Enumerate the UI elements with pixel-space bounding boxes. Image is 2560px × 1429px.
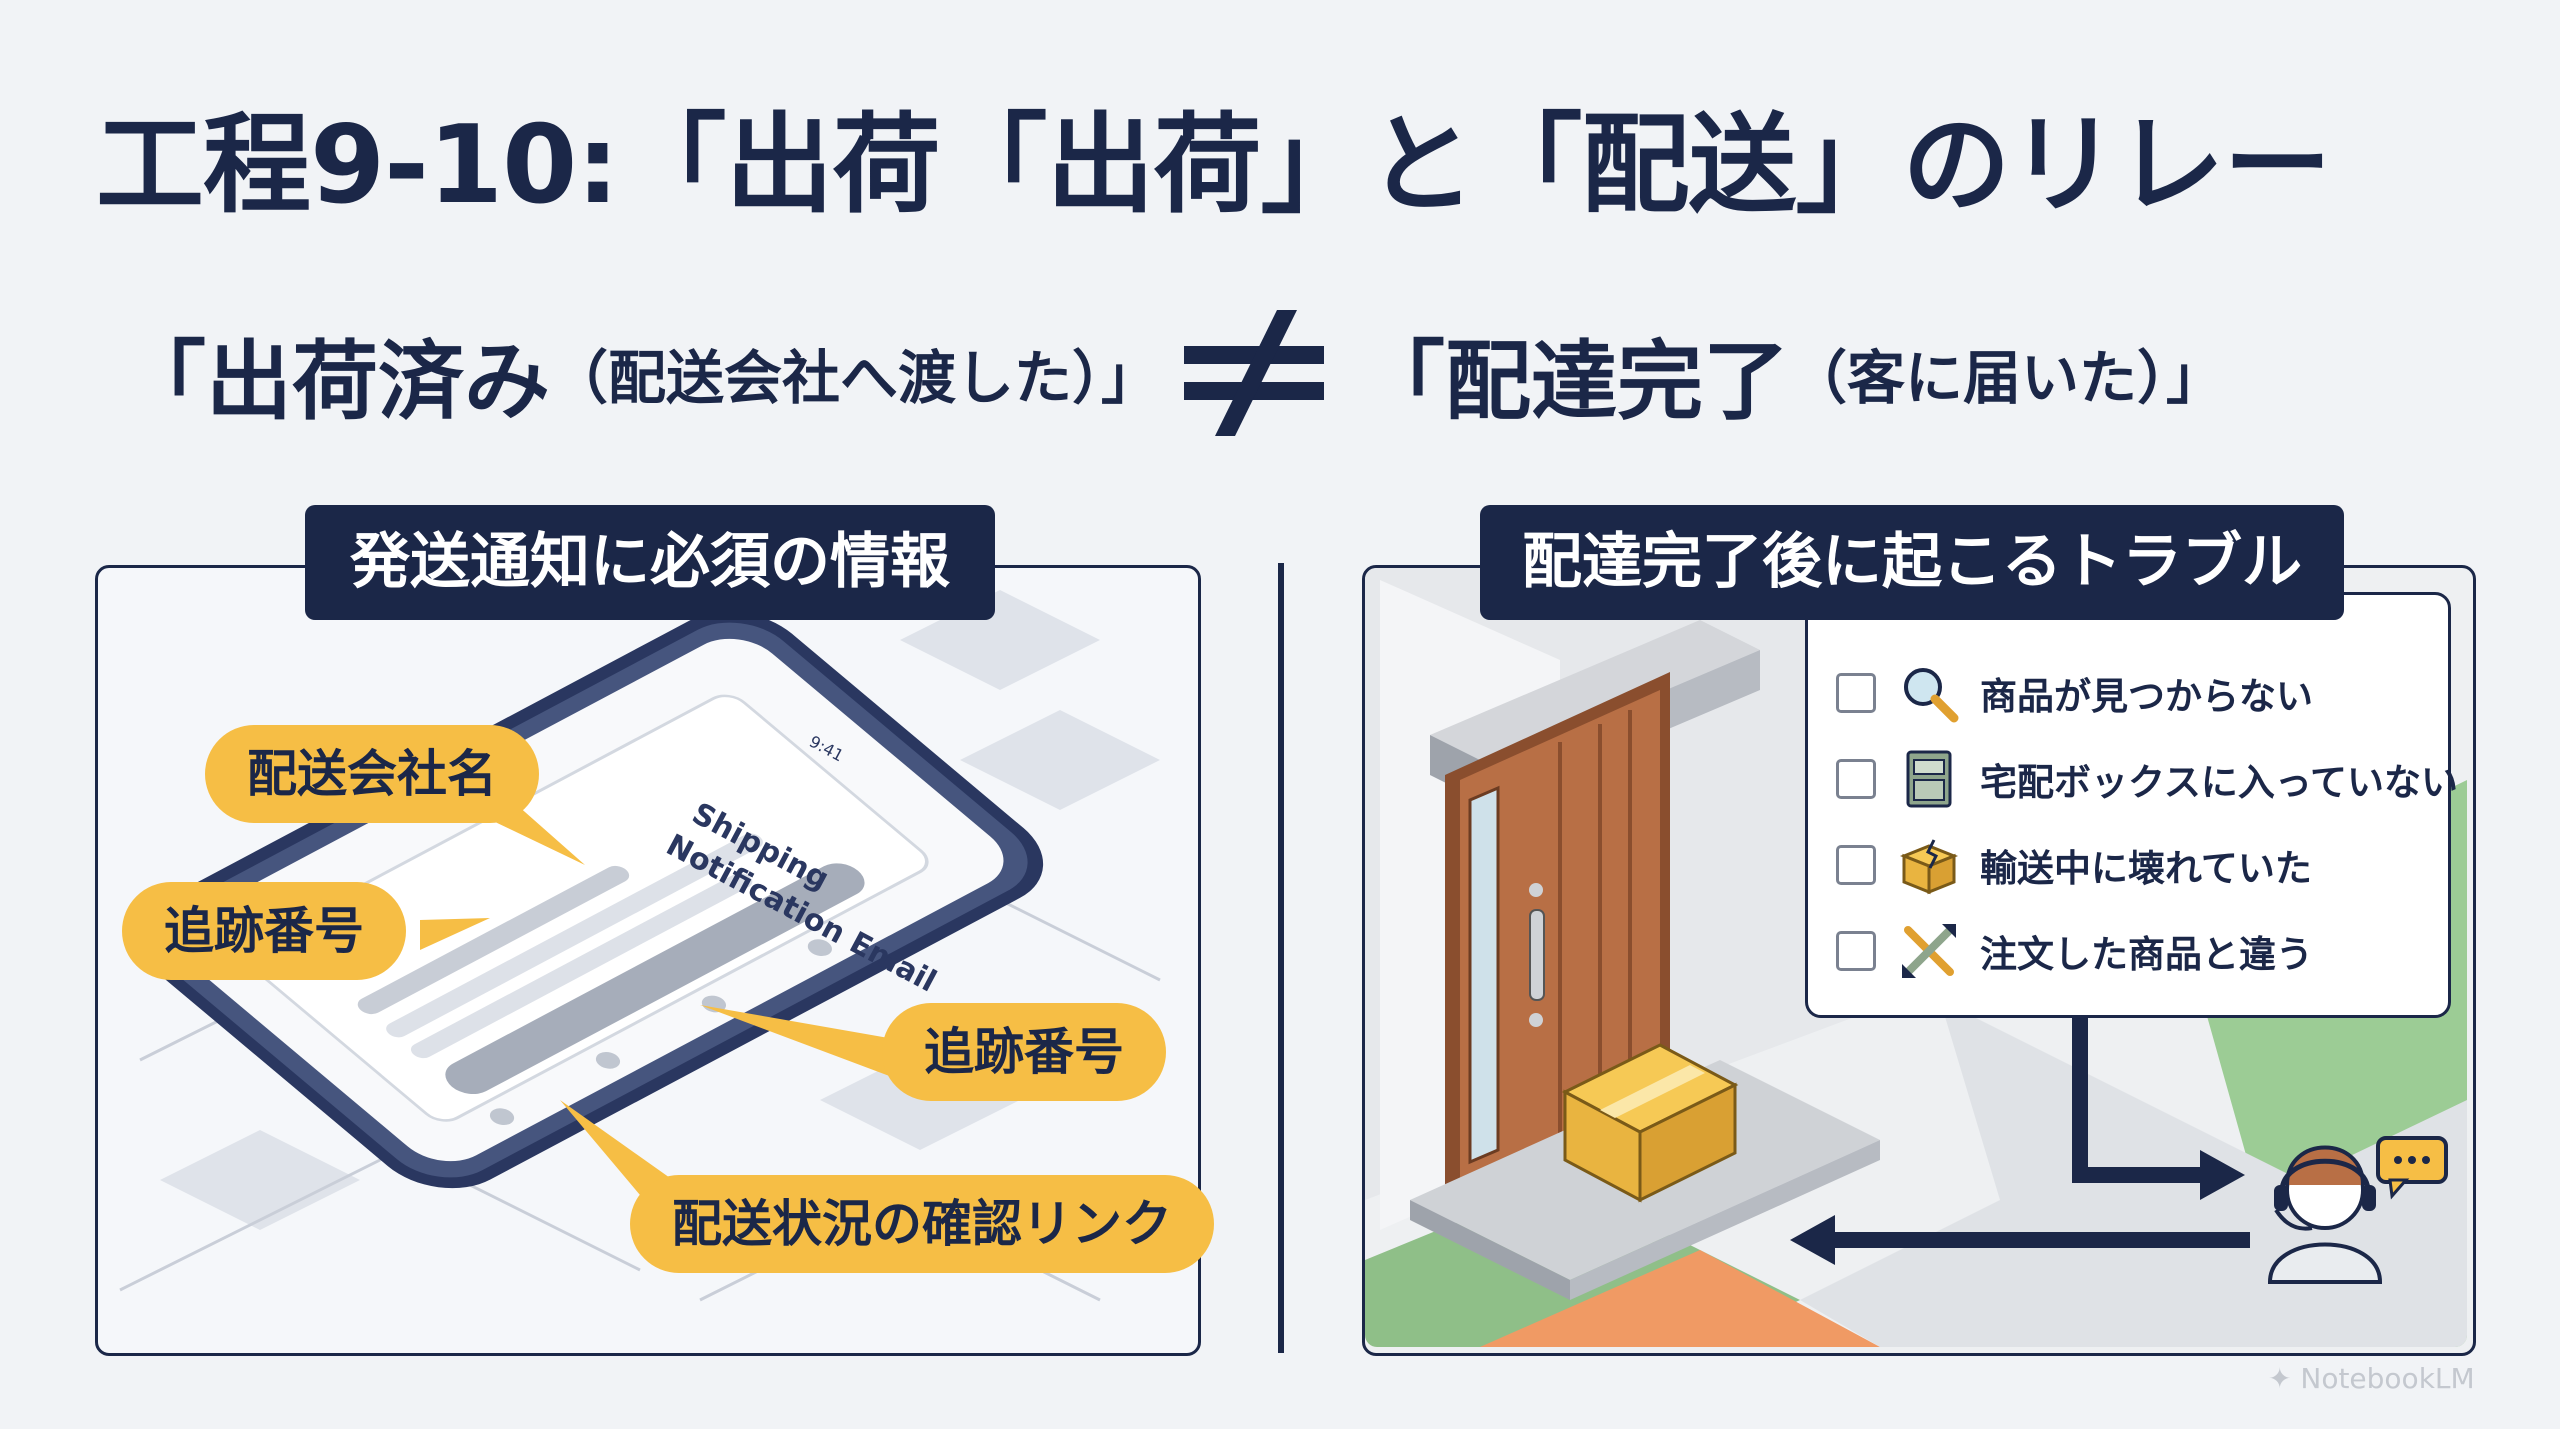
delivered-description: （客に届いた）」 xyxy=(1789,344,2225,412)
checkbox[interactable] xyxy=(1836,845,1876,885)
page-title: 工程9-10:「出荷「出荷」と「配送」のリレー xyxy=(96,103,2331,228)
delivery-box-icon xyxy=(1906,750,1952,808)
shipped-label: 「出荷済み xyxy=(120,331,550,432)
checkbox[interactable] xyxy=(1836,759,1876,799)
shipping-vs-delivery-subtitle: 「出荷済み （配送会社へ渡した）」 「配達完了 （客に届いた）」 xyxy=(120,308,2224,438)
callout-tracking-number-1: 追跡番号 xyxy=(122,882,406,980)
checklist-item-not-found: 商品が見つからない xyxy=(1836,657,2313,729)
checklist-text: 注文した商品と違う xyxy=(1980,933,2313,976)
checklist-text: 宅配ボックスに入っていない xyxy=(1980,761,2459,804)
checklist-text: 商品が見つからない xyxy=(1980,675,2313,718)
magnifier-icon xyxy=(1904,668,1959,723)
watermark: ✦ NotebookLM xyxy=(2268,1362,2475,1395)
sparkle-icon: ✦ xyxy=(2268,1362,2301,1395)
support-agent-icon xyxy=(2267,1136,2448,1284)
callout-tracking-number-2: 追跡番号 xyxy=(882,1003,1166,1101)
checklist-item-wrong-item: 注文した商品と違う xyxy=(1836,915,2313,987)
checklist-text: 輸送中に壊れていた xyxy=(1980,847,2312,890)
watermark-text: NotebookLM xyxy=(2300,1362,2475,1395)
callout-carrier-name: 配送会社名 xyxy=(205,725,539,823)
panel-divider xyxy=(1278,563,1284,1353)
checkbox[interactable] xyxy=(1836,673,1876,713)
checklist-item-not-in-box: 宅配ボックスに入っていない xyxy=(1836,743,2458,815)
shipping-notification-heading: 発送通知に必須の情報 xyxy=(305,505,995,620)
delivery-trouble-heading: 配達完了後に起こるトラブル xyxy=(1480,505,2344,620)
delivered-label: 「配達完了 xyxy=(1359,331,1790,432)
callout-status-link: 配送状況の確認リンク xyxy=(630,1175,1214,1273)
trouble-checklist: 商品が見つからない 宅配ボックスに入っていない 輸送中に壊れていた 注文した商品… xyxy=(1805,592,2458,1018)
broken-box-icon xyxy=(1899,839,1959,895)
checklist-item-damaged: 輸送中に壊れていた xyxy=(1836,829,2312,901)
shipped-description: （配送会社へ渡した）」 xyxy=(550,344,1160,412)
not-equal-icon xyxy=(1184,310,1325,436)
checkbox[interactable] xyxy=(1836,931,1876,971)
wrong-item-icon xyxy=(1902,924,1956,978)
